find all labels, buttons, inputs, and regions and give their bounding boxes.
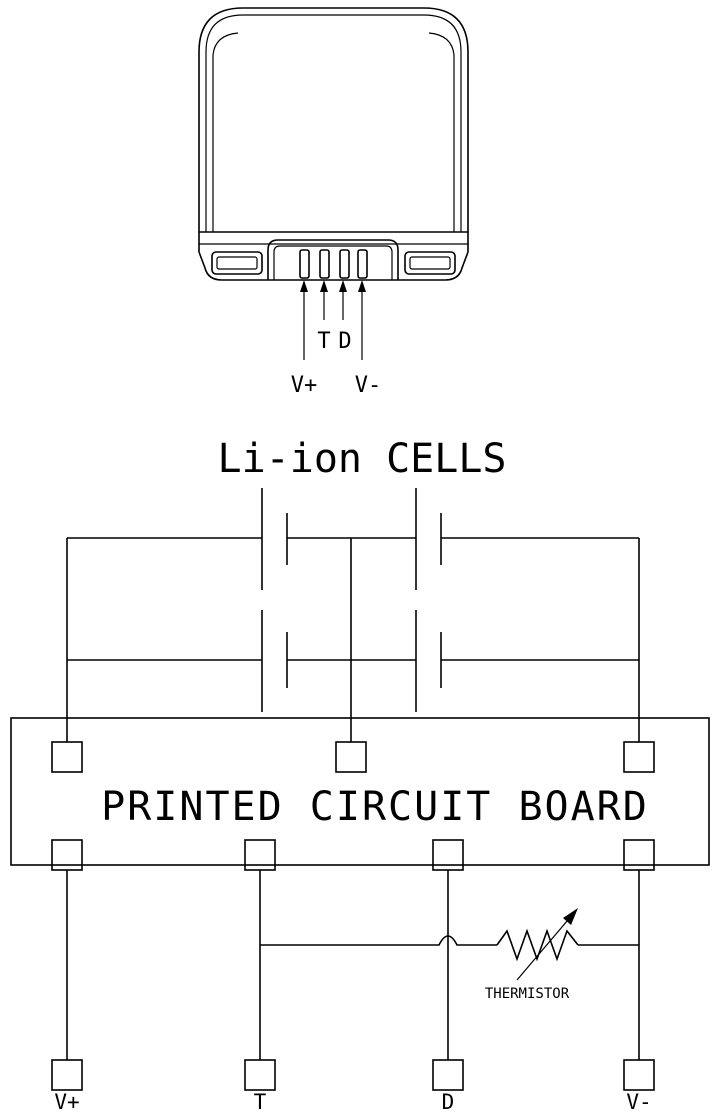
pcb-pad-top-middle xyxy=(335,741,367,773)
thermistor-symbol xyxy=(496,908,579,981)
pcb-pad-top-right xyxy=(623,741,655,773)
battery-pack-drawing xyxy=(198,7,469,360)
pcb-outline xyxy=(10,717,710,866)
cell-top-left xyxy=(261,488,288,590)
cells-label: Li-ion CELLS xyxy=(218,436,507,482)
cell-top-right xyxy=(415,488,442,590)
cell-bottom-left xyxy=(261,610,288,712)
output-wiring xyxy=(66,870,640,1060)
cell-bottom-right xyxy=(415,610,442,712)
pin-label-vminus: V- xyxy=(355,373,382,398)
terminal-d xyxy=(432,1059,464,1091)
terminal-vminus xyxy=(623,1059,655,1091)
terminal-label-d: D xyxy=(442,1090,455,1113)
cell-network xyxy=(66,537,640,742)
pin-label-t: T xyxy=(317,329,330,354)
terminal-label-vplus: V+ xyxy=(54,1090,79,1113)
pin-label-vplus: V+ xyxy=(291,373,318,398)
terminal-t xyxy=(244,1059,276,1091)
pcb-pad-top-left xyxy=(51,741,83,773)
thermistor-label: THERMISTOR xyxy=(485,986,570,1002)
pin-label-d: D xyxy=(338,329,351,354)
pcb-label: PRINTED CIRCUIT BOARD xyxy=(101,784,649,830)
terminal-label-vminus: V- xyxy=(626,1090,651,1113)
terminal-vplus xyxy=(51,1059,83,1091)
terminal-label-t: T xyxy=(254,1090,267,1113)
